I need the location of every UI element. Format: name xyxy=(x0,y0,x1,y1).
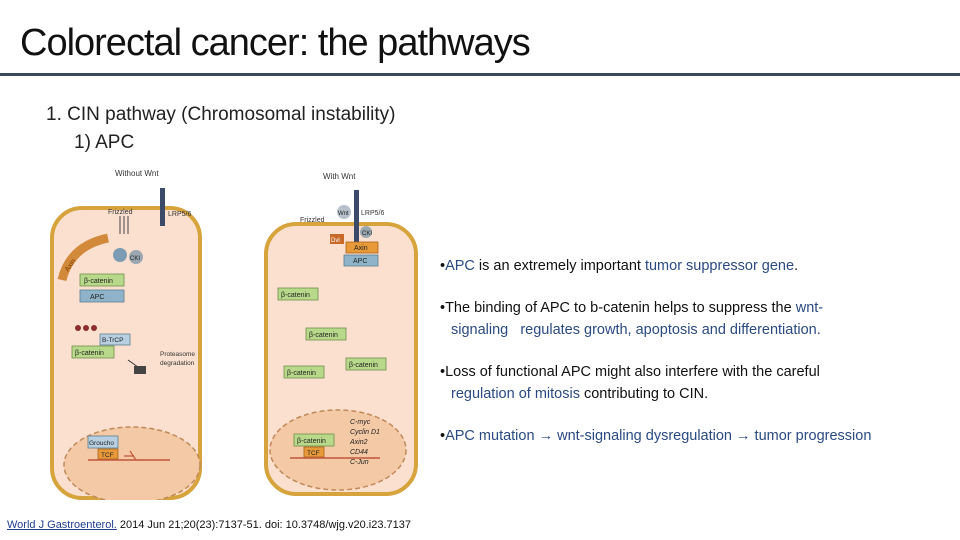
target-gene: Axin2 xyxy=(349,439,368,446)
right-axin-label: Axin xyxy=(354,245,368,252)
left-lrp-receptor xyxy=(160,188,165,226)
left-tcf-box xyxy=(97,448,119,460)
bullet-2-gap xyxy=(508,322,520,338)
bullet-marker: • xyxy=(440,258,446,274)
left-ck-label: CKI xyxy=(130,256,140,262)
bullet-marker: • xyxy=(440,428,446,444)
right-lrp-receptor xyxy=(354,190,359,250)
target-gene: Cyclin D1 xyxy=(350,429,380,436)
right-heading: With Wnt xyxy=(323,172,356,181)
left-tcf-label: TCF xyxy=(101,452,114,459)
bullet-1-apc: APC xyxy=(445,258,475,274)
bullet-1: •APC is an extremely important tumor sup… xyxy=(440,255,955,277)
left-ubiquitin-2 xyxy=(83,325,89,331)
bullet-2-highlight-1: wnt- xyxy=(795,300,824,316)
bullet-list: •APC is an extremely important tumor sup… xyxy=(440,255,955,467)
target-gene: C-Jun xyxy=(350,459,369,466)
left-bcat-label-1: β-catenin xyxy=(84,278,113,285)
left-heading: Without Wnt xyxy=(115,169,159,178)
title-underline xyxy=(0,73,960,76)
left-axin-arc xyxy=(57,233,110,282)
right-ck-label: CKI xyxy=(362,231,372,237)
left-degradation-label: degradation xyxy=(160,360,195,367)
right-lrp-label: LRP5/6 xyxy=(361,210,384,217)
left-frizzled-label: Frizzled xyxy=(108,209,133,216)
outline-level-1: 1. CIN pathway (Chromosomal instability) xyxy=(46,104,396,125)
bullet-marker: • xyxy=(440,364,446,380)
bullet-3-highlight: regulation of mitosis xyxy=(451,386,580,402)
left-groucho-label: Groucho xyxy=(89,440,114,447)
bullet-1-period: . xyxy=(794,258,799,274)
left-frizzled-receptor xyxy=(119,216,129,234)
left-blocked-transcription xyxy=(124,450,137,461)
right-bcat-label-5: β-catenin xyxy=(297,438,326,445)
right-bcat-box-4 xyxy=(345,357,387,371)
right-bcat-label-2: β-catenin xyxy=(309,332,338,339)
left-btrcp-box xyxy=(99,333,131,346)
target-gene: C-myc xyxy=(350,419,371,426)
left-proteasome-label: Proteasome xyxy=(160,351,195,358)
left-bcat-box-1 xyxy=(79,273,125,287)
right-ck-protein xyxy=(360,226,372,238)
outline-level-2: 1) APC xyxy=(74,132,135,153)
left-bcat-label-2: β-catenin xyxy=(75,350,104,357)
wnt-pathway-diagram: Without Wnt LRP5/6 Frizzled Axin CKI β-c… xyxy=(50,169,418,504)
left-apc-box xyxy=(79,289,125,303)
right-dvl-label: Dvl xyxy=(331,238,340,244)
right-bcat-label-3: β-catenin xyxy=(287,370,316,377)
right-bcat-box-2 xyxy=(305,327,347,341)
right-frizzled-label: Frizzled xyxy=(300,217,325,224)
slide-title: Colorectal cancer: the pathways xyxy=(20,22,531,64)
bullet-1-highlight: tumor suppressor gene xyxy=(644,258,795,274)
bullet-1-text: is an extremely important xyxy=(474,258,645,274)
citation-details: 2014 Jun 21;20(23):7137-51. doi: 10.3748… xyxy=(116,519,412,531)
left-nucleus xyxy=(63,426,201,504)
citation: World J Gastroenterol. 2014 Jun 21;20(23… xyxy=(7,519,411,531)
right-wnt-label: Wnt xyxy=(338,211,349,217)
right-bcat-box-3 xyxy=(283,365,325,379)
wnt-pathway-figure: Without Wnt LRP5/6 Frizzled Axin CKI β-c… xyxy=(0,160,440,504)
left-ubiquitin-3 xyxy=(91,325,97,331)
left-apc-label: APC xyxy=(90,294,104,301)
outline: 1. CIN pathway (Chromosomal instability)… xyxy=(46,101,396,157)
right-bcat-label-1: β-catenin xyxy=(281,292,310,299)
right-apc-label: APC xyxy=(353,258,367,265)
left-gsk-protein xyxy=(113,248,127,262)
bullet-4: •APC mutation → wnt-signaling dysregulat… xyxy=(440,425,955,447)
bullet-3-text-2: contributing to CIN. xyxy=(579,386,709,402)
right-dvl-box xyxy=(330,234,344,244)
left-lrp-label: LRP5/6 xyxy=(168,211,191,218)
bullet-2-highlight-2: signaling xyxy=(451,322,509,338)
bullet-2: •The binding of APC to b-catenin helps t… xyxy=(440,297,955,341)
right-tcf-box xyxy=(303,446,325,458)
right-bcat-label-4: β-catenin xyxy=(349,362,378,369)
left-ubiquitin-1 xyxy=(75,325,81,331)
right-nucleus xyxy=(269,409,407,491)
left-btrcp-label: B-TrCP xyxy=(102,337,123,344)
bullet-2-highlight-3: regulates growth, apoptosis and differen… xyxy=(520,322,821,338)
target-gene: CD44 xyxy=(350,449,368,456)
right-bcat-box-5 xyxy=(293,433,335,447)
right-tcf-label: TCF xyxy=(307,450,320,457)
bullet-4-highlight: APC mutation → wnt-signaling dysregulati… xyxy=(445,428,872,444)
right-wnt-ligand xyxy=(337,205,351,219)
right-axin-box xyxy=(345,241,379,254)
left-ck-protein xyxy=(129,250,143,264)
bullet-3: •Loss of functional APC might also inter… xyxy=(440,361,955,405)
right-bcat-box-1 xyxy=(277,287,319,301)
left-groucho-box xyxy=(87,435,119,449)
bullet-3-text: Loss of functional APC might also interf… xyxy=(445,364,820,380)
bullet-marker: • xyxy=(440,300,446,316)
left-proteasome-shape xyxy=(134,366,146,374)
right-apc-box xyxy=(343,254,379,267)
left-bcat-box-2 xyxy=(71,345,115,359)
bullet-2-text: The binding of APC to b-catenin helps to… xyxy=(445,300,796,316)
citation-journal-link[interactable]: World J Gastroenterol. xyxy=(7,519,117,531)
